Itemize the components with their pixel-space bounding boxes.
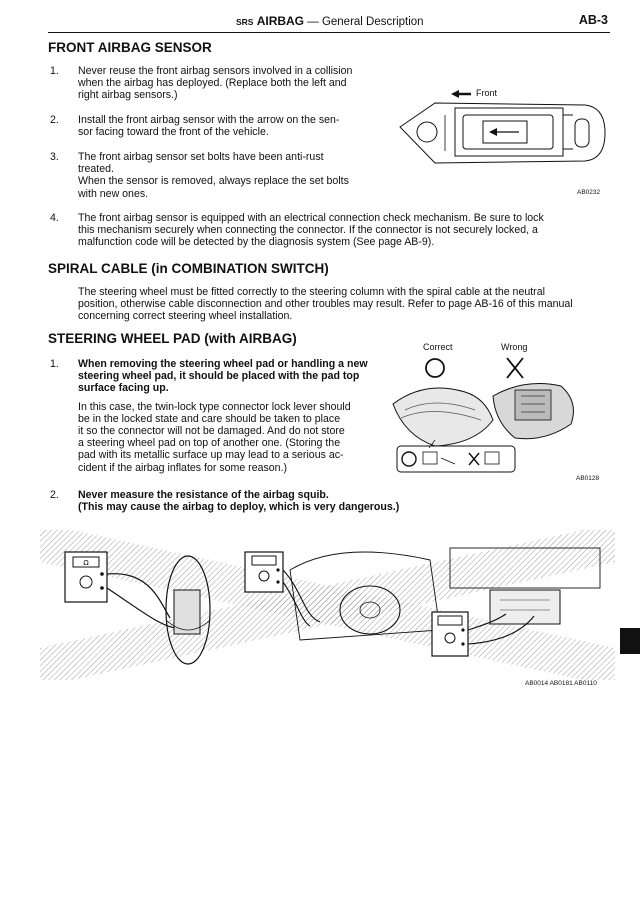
squib-measurement-figure: Ω bbox=[40, 530, 615, 680]
correct-circle-icon bbox=[425, 358, 445, 378]
list-item: 2. Install the front airbag sensor with … bbox=[50, 114, 340, 139]
figure-label-front: Front bbox=[476, 88, 498, 98]
page-number: AB-3 bbox=[578, 13, 608, 27]
figure-code: AB0128 bbox=[576, 475, 600, 482]
list-item: 1. Never reuse the front airbag sensors … bbox=[50, 65, 353, 102]
ohmmeter-icon: Ω bbox=[64, 551, 108, 603]
section-index-tab bbox=[620, 628, 640, 654]
page-header: SRS AIRBAG — General Description AB-3 bbox=[48, 10, 610, 33]
figure-label-correct: Correct bbox=[423, 342, 453, 352]
heading-spiral-cable: SPIRAL CABLE (in COMBINATION SWITCH) bbox=[48, 261, 329, 276]
list-item: 1. When removing the steering wheel pad … bbox=[50, 358, 368, 474]
list-item: 3. The front airbag sensor set bolts hav… bbox=[50, 151, 349, 200]
ohmmeter-icon bbox=[431, 611, 469, 657]
front-sensor-figure bbox=[399, 90, 606, 164]
header-title: SRS AIRBAG — General Description bbox=[236, 14, 424, 28]
wrong-cross-icon bbox=[506, 357, 524, 379]
front-arrow-icon bbox=[451, 90, 471, 98]
meter-ohm-label: Ω bbox=[83, 559, 89, 567]
list-item: 2. Never measure the resistance of the a… bbox=[50, 489, 400, 514]
heading-steering-wheel-pad: STEERING WHEEL PAD (with AIRBAG) bbox=[48, 331, 297, 346]
figure-label-wrong: Wrong bbox=[501, 342, 528, 352]
figure-code: AB0014 AB0181 AB0110 bbox=[525, 680, 597, 687]
steering-pad-figure bbox=[392, 357, 574, 473]
list-item: 4. The front airbag sensor is equipped w… bbox=[50, 212, 544, 249]
heading-front-airbag-sensor: FRONT AIRBAG SENSOR bbox=[48, 40, 212, 55]
ohmmeter-icon bbox=[244, 551, 284, 593]
spiral-cable-paragraph: The steering wheel must be fitted correc… bbox=[78, 286, 573, 323]
figure-code: AB0232 bbox=[577, 189, 601, 196]
